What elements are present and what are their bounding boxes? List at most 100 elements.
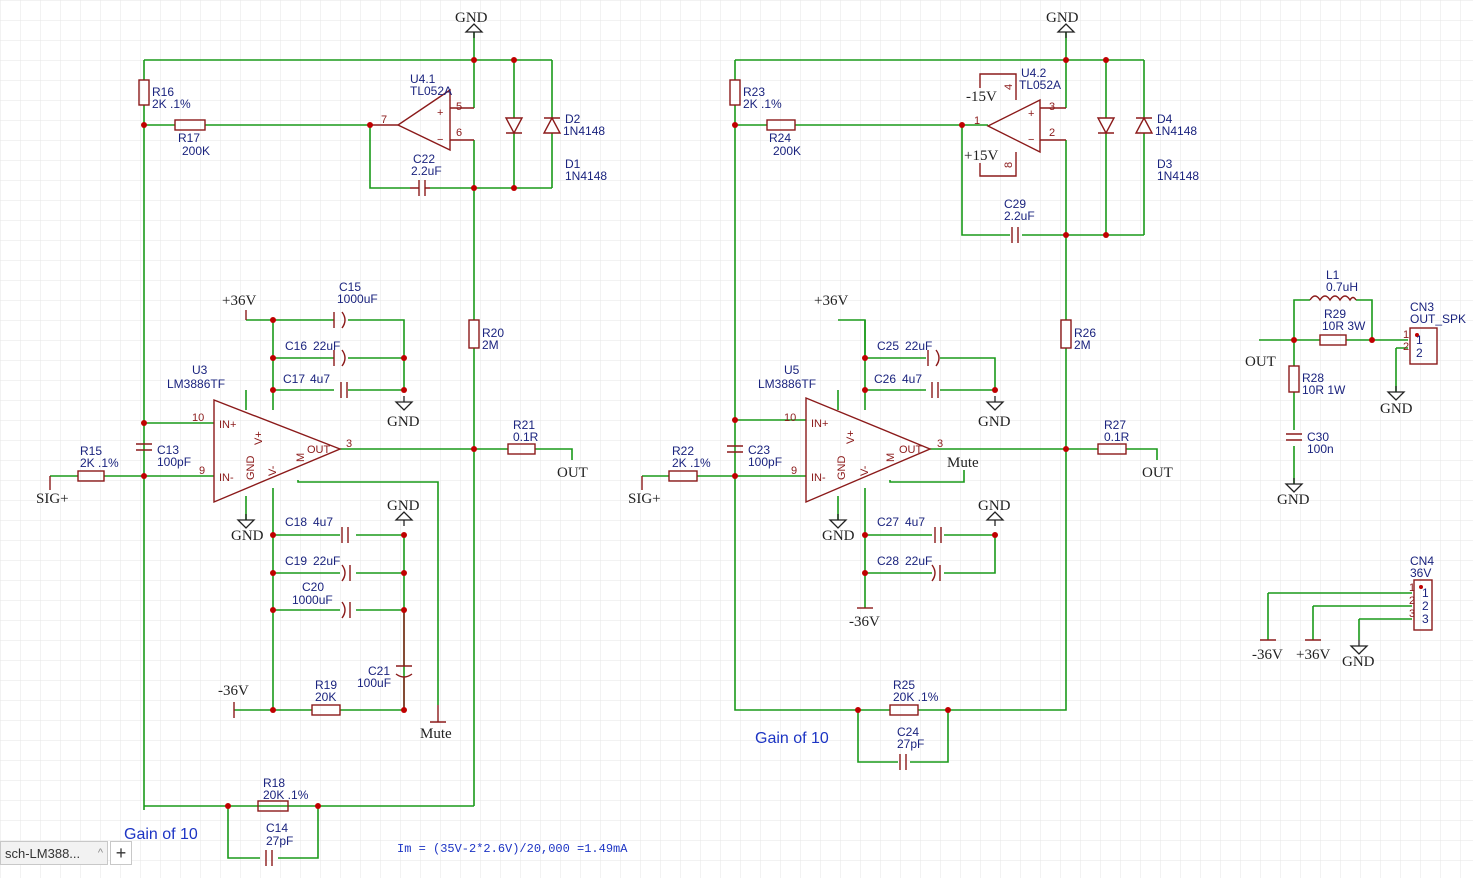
- u3-pin10: 10: [192, 412, 204, 424]
- r23-ref: R23: [743, 85, 765, 99]
- right-channel: + − 3 2 1 4 8 U4.2 TL052A -15V +15V D4 1…: [628, 10, 1199, 770]
- c21-capacitor[interactable]: [395, 610, 413, 710]
- c16-capacitor[interactable]: [333, 349, 346, 367]
- u5-gnd: GND: [836, 456, 848, 481]
- cn3-connector[interactable]: [1409, 327, 1438, 365]
- c16-ref: C16: [285, 339, 307, 353]
- net-out: OUT: [1142, 465, 1173, 481]
- cn3-pin2-inner: 2: [1416, 346, 1423, 360]
- u3-m: M: [295, 453, 307, 462]
- r20-ref: R20: [482, 326, 504, 340]
- r17-resistor[interactable]: [174, 119, 206, 131]
- u3-inp: IN+: [219, 419, 236, 431]
- r22-resistor[interactable]: [668, 470, 698, 482]
- c30-capacitor[interactable]: [1286, 433, 1302, 441]
- c17-value: 4u7: [310, 372, 330, 386]
- cn3-value: OUT_SPK: [1410, 312, 1466, 326]
- r20-resistor[interactable]: [468, 319, 480, 349]
- cn3-ref: CN3: [1410, 300, 1434, 314]
- r15-resistor[interactable]: [77, 470, 105, 482]
- l1-inductor[interactable]: [1309, 295, 1357, 302]
- cn4-connector[interactable]: [1413, 579, 1433, 631]
- c17-capacitor[interactable]: [340, 382, 348, 398]
- u3-lm3886[interactable]: IN+ IN- OUT V+ GND V- M 10 9 3: [192, 398, 352, 504]
- c26-capacitor[interactable]: [931, 382, 939, 398]
- d4-diode[interactable]: [1134, 116, 1154, 134]
- r15-ref: R15: [80, 444, 102, 458]
- c13-capacitor[interactable]: [136, 443, 152, 451]
- c23-value: 100pF: [748, 455, 782, 469]
- r16-value: 2K .1%: [152, 97, 191, 111]
- r26-ref: R26: [1074, 326, 1096, 340]
- cn3-pin1-inner: 1: [1416, 333, 1423, 347]
- sheet-tab-bar: sch-LM388... ^ +: [0, 840, 132, 866]
- u5-out: OUT: [899, 444, 923, 456]
- c20-capacitor[interactable]: [341, 601, 351, 619]
- r22-ref: R22: [672, 444, 694, 458]
- c29-capacitor[interactable]: [1011, 227, 1019, 243]
- net-n36: -36V: [218, 683, 249, 699]
- sheet-tab[interactable]: sch-LM388... ^: [0, 841, 108, 865]
- c22-capacitor[interactable]: [410, 180, 430, 196]
- r26-resistor[interactable]: [1060, 319, 1072, 349]
- c28-value: 22uF: [905, 554, 932, 568]
- u4-2-pin1: 1: [974, 115, 980, 127]
- c25-capacitor[interactable]: [927, 349, 940, 367]
- u4-2-opamp[interactable]: + − 3 2 1 4 8: [974, 73, 1066, 177]
- net-gnd: GND: [822, 528, 855, 544]
- d2-diode[interactable]: [542, 116, 562, 134]
- r21-resistor[interactable]: [507, 443, 536, 455]
- r24-resistor[interactable]: [766, 119, 796, 131]
- r29-resistor[interactable]: [1319, 334, 1347, 346]
- r23-resistor[interactable]: [729, 79, 741, 106]
- c15-capacitor[interactable]: [333, 311, 346, 329]
- net-mute: Mute: [420, 726, 452, 742]
- d1-diode[interactable]: [504, 117, 524, 135]
- c29-value: 2.2uF: [1004, 209, 1035, 223]
- c24-ref: C24: [897, 725, 919, 739]
- r28-ref: R28: [1302, 371, 1324, 385]
- net-n15: -15V: [966, 89, 997, 105]
- c18-capacitor[interactable]: [341, 527, 349, 543]
- net-gnd: GND: [978, 414, 1011, 430]
- c23-ref: C23: [748, 443, 770, 457]
- cn4-ref: CN4: [1410, 554, 1434, 568]
- u4-2-ref: U4.2: [1021, 66, 1047, 80]
- r17-ref: R17: [178, 131, 200, 145]
- c14-capacitor[interactable]: [265, 850, 273, 866]
- c27-capacitor[interactable]: [934, 527, 942, 543]
- c21-value: 100uF: [357, 676, 391, 690]
- r28-resistor[interactable]: [1288, 365, 1300, 393]
- u5-lm3886[interactable]: IN+ IN- OUT V+ GND V- M 10 9 3: [784, 396, 943, 504]
- r23-value: 2K .1%: [743, 97, 782, 111]
- r19-resistor[interactable]: [311, 704, 341, 716]
- u5-value: LM3886TF: [758, 377, 816, 391]
- u4-1-opamp[interactable]: + − 5 6 7: [370, 88, 474, 152]
- u3-ref: U3: [192, 363, 208, 377]
- r22-value: 2K .1%: [672, 456, 711, 470]
- c19-capacitor[interactable]: [341, 564, 351, 582]
- c26-value: 4u7: [902, 372, 922, 386]
- d3-diode[interactable]: [1096, 117, 1116, 135]
- c14-ref: C14: [266, 821, 288, 835]
- c16-value: 22uF: [313, 339, 340, 353]
- u4-1-pin5: 5: [456, 101, 462, 113]
- r27-resistor[interactable]: [1097, 443, 1127, 455]
- r18-resistor[interactable]: [257, 800, 289, 812]
- cn4-pin2: 2: [1409, 595, 1415, 607]
- c21-ref: C21: [368, 664, 390, 678]
- c28-capacitor[interactable]: [931, 564, 941, 582]
- c24-capacitor[interactable]: [899, 754, 907, 770]
- r20-value: 2M: [482, 338, 499, 352]
- r16-resistor[interactable]: [138, 79, 150, 106]
- c22-ref: C22: [413, 152, 435, 166]
- c23-capacitor[interactable]: [727, 445, 743, 453]
- u3-gnd: GND: [245, 456, 257, 481]
- u4-2-plus: +: [1028, 108, 1034, 120]
- chevron-up-icon[interactable]: ^: [97, 847, 103, 859]
- u4-2-pin2: 2: [1049, 127, 1055, 139]
- net-p36: +36V: [1296, 647, 1330, 663]
- add-sheet-button[interactable]: +: [110, 841, 132, 865]
- r25-resistor[interactable]: [889, 704, 919, 716]
